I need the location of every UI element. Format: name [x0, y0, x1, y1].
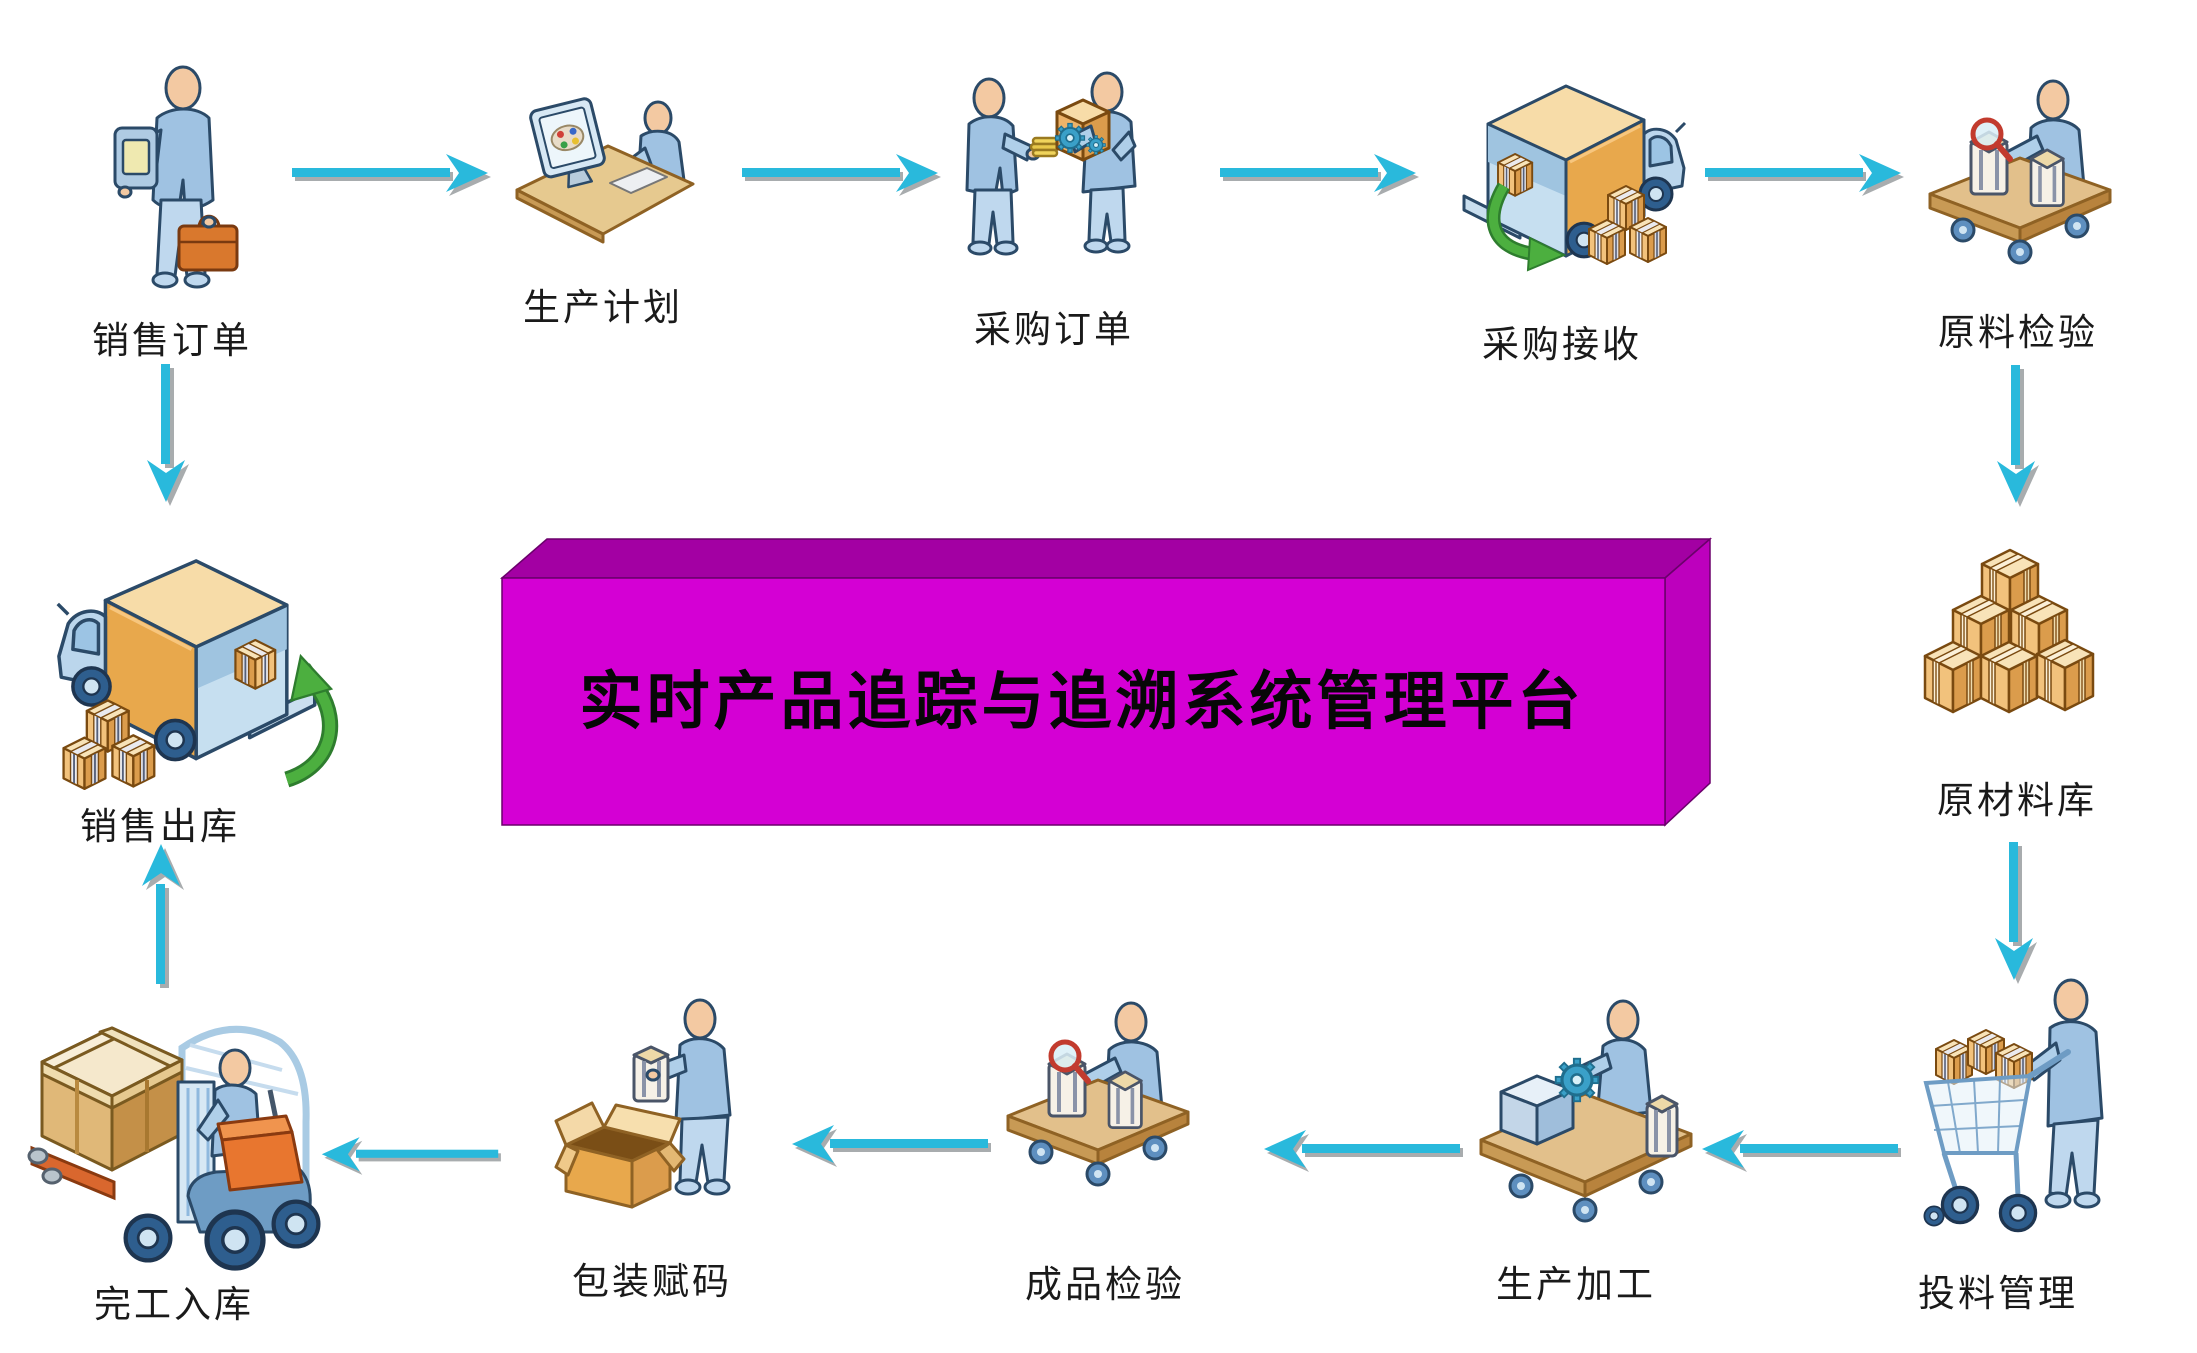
flow-arrow-inspection-to-warehouse [1997, 365, 2039, 507]
flow-arrow-sales-to-outbound [147, 364, 189, 506]
packing-open-box-icon [554, 998, 732, 1209]
open-cardboard-box [554, 1101, 686, 1209]
label-purchase-receiving: 采购接收 [1482, 325, 1642, 366]
flow-arrow-sales-to-plan [292, 154, 491, 196]
label-production-plan: 生产计划 [523, 288, 683, 329]
label-purchase-order: 采购订单 [974, 310, 1134, 351]
material-cart-icon [1923, 978, 2104, 1233]
flow-arrow-receiving-to-inspection [1705, 154, 1904, 196]
banner-front-face [501, 577, 1666, 826]
label-production-processing: 生产加工 [1496, 1265, 1656, 1306]
person-with-scanner-icon [113, 65, 239, 289]
wooden-crate [40, 1026, 184, 1172]
label-sales-order: 销售订单 [92, 321, 252, 362]
flow-arrow-packaging-to-warehousing [321, 1137, 501, 1175]
flow-arrow-plan-to-purchase [742, 154, 941, 196]
banner-top-face [499, 538, 1713, 579]
flow-arrow-processing-to-inspection [1264, 1130, 1463, 1172]
green-load-arrow [283, 653, 339, 788]
goods-handover-icon [965, 71, 1137, 256]
banner-title: 实时产品追踪与追溯系统管理平台 [580, 667, 1585, 737]
flow-arrow-warehouse-to-feeding [1995, 842, 2037, 984]
platform-banner: 实时产品追踪与追溯系统管理平台 [499, 537, 1713, 827]
cart-basket [1923, 1049, 2071, 1233]
label-packaging-coding: 包装赋码 [572, 1262, 732, 1303]
truck-unloading-icon [1458, 68, 1688, 272]
finished-product-inspection-icon [1003, 990, 1193, 1200]
flow-arrow-inspection-to-packaging [792, 1125, 991, 1167]
roll-cage [178, 1025, 310, 1195]
label-sales-outbound: 销售出库 [80, 807, 240, 848]
flow-arrow-purchase-to-receiving [1220, 154, 1419, 196]
flow-arrow-warehousing-to-outbound [142, 844, 184, 988]
person-at-computer-icon [515, 97, 695, 244]
forks [27, 1145, 116, 1201]
label-finished-inspection: 成品检验 [1025, 1265, 1185, 1306]
label-feeding-management: 投料管理 [1918, 1274, 2078, 1315]
crate-stack-icon [1923, 548, 2095, 714]
truck-loading-icon [42, 540, 339, 791]
label-raw-material-inspection: 原料检验 [1938, 313, 2098, 354]
flow-arrow-feeding-to-processing [1702, 1130, 1901, 1172]
label-completion-warehousing: 完工入库 [94, 1285, 254, 1326]
green-unload-arrow [1486, 182, 1567, 272]
machine-with-gear-icon [1479, 999, 1693, 1223]
label-raw-material-warehouse: 原材料库 [1937, 781, 2097, 822]
forklift-icon [27, 1025, 315, 1265]
raw-material-inspection-icon [1925, 68, 2115, 278]
banner-side-face [1664, 537, 1711, 827]
